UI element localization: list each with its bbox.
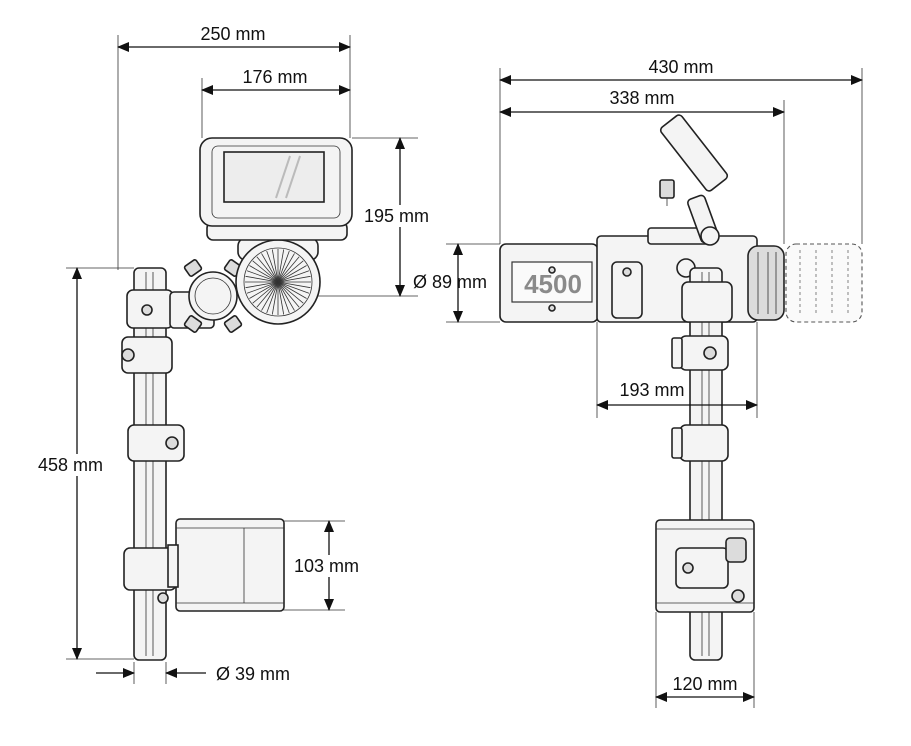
dim-pole-height: 458 mm [38, 455, 103, 475]
dim-side-total: 430 mm [648, 57, 713, 77]
front-display [199, 137, 353, 241]
front-battery-box [167, 518, 285, 612]
model-label: 4500 [524, 269, 582, 299]
dim-side-offset: 193 mm [619, 380, 684, 400]
side-body: 4500 [499, 227, 785, 323]
side-extension-dashed [785, 243, 863, 323]
side-display [659, 114, 729, 246]
dim-width-total: 250 mm [200, 24, 265, 44]
front-speaker [235, 237, 321, 325]
front-pole-clamps [121, 289, 185, 604]
dim-pole-diameter: Ø 39 mm [216, 664, 290, 684]
dim-display-height: 195 mm [364, 206, 429, 226]
side-battery-box [655, 519, 755, 613]
dim-width-display: 176 mm [242, 67, 307, 87]
dim-speaker-diameter: Ø 89 mm [413, 272, 487, 292]
dim-battery-height: 103 mm [294, 556, 359, 576]
front-arm [169, 259, 243, 333]
front-view: 250 mm 176 mm 195 mm Ø 89 mm 458 mm 103 … [36, 22, 487, 684]
dim-battery-width: 120 mm [672, 674, 737, 694]
side-pole-clamps [671, 281, 733, 462]
dim-side-body: 338 mm [609, 88, 674, 108]
side-view: 4500 [446, 57, 863, 708]
